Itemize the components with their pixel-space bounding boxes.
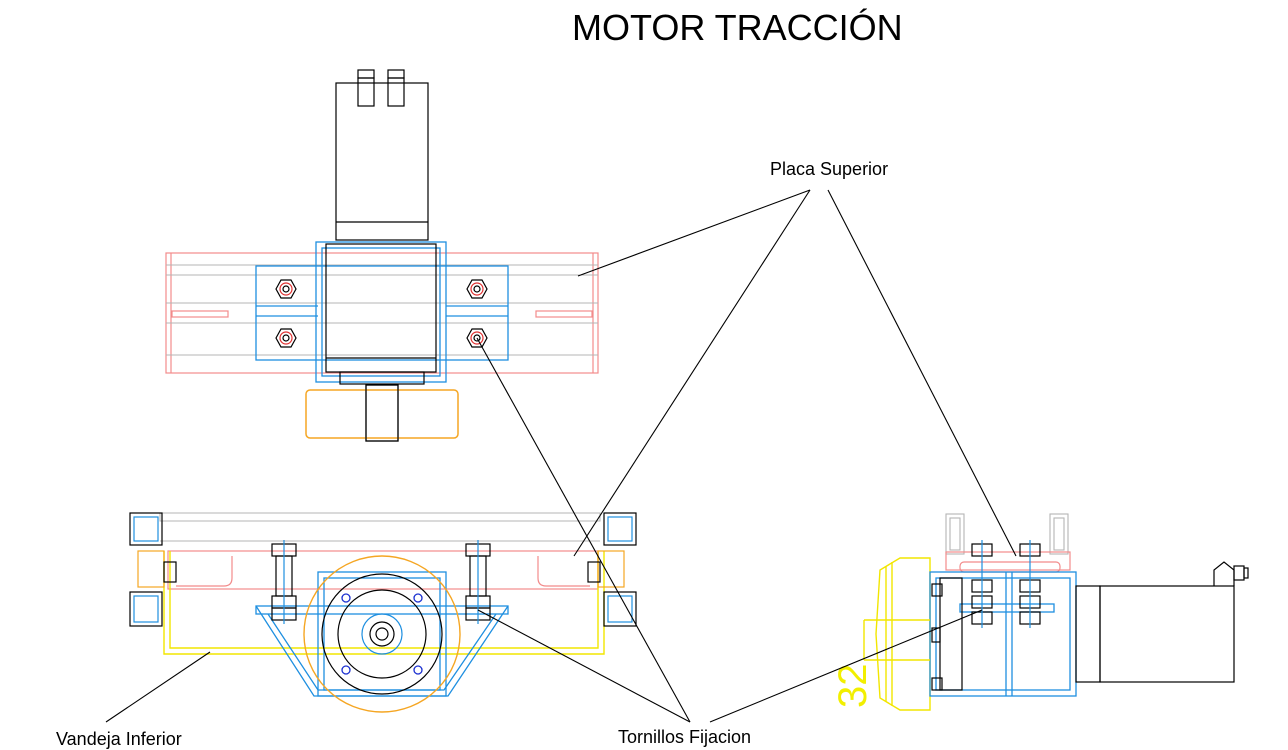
label-vandeja-inferior: Vandeja Inferior [56,729,182,749]
side-profiles [129,512,637,627]
motor-body-top [325,69,437,442]
fixing-bolts-top [275,279,488,348]
dimension-value: 32 [831,664,875,709]
leader-lines [105,189,1017,723]
wheel-top [305,384,459,442]
side-view: 32 [831,513,1249,711]
fixing-bolts-side [971,540,1041,628]
top-plate [165,252,599,374]
side-plate [945,551,1071,573]
fixing-bolts-front [271,540,491,624]
motor-housing-side [929,571,1077,697]
label-placa-superior: Placa Superior [770,159,888,179]
wheel-side [875,557,931,711]
motor-flange-front [321,573,443,695]
top-view [165,69,599,442]
wheel-front [303,555,461,713]
drawing-title: MOTOR TRACCIÓN [572,7,903,48]
flange-holes [341,593,423,675]
motor-body-side [931,561,1249,691]
motor-bracket-top [255,241,509,383]
label-tornillos-fijacion: Tornillos Fijacion [618,727,751,747]
front-view [129,512,637,713]
dimension-marker [863,619,930,661]
